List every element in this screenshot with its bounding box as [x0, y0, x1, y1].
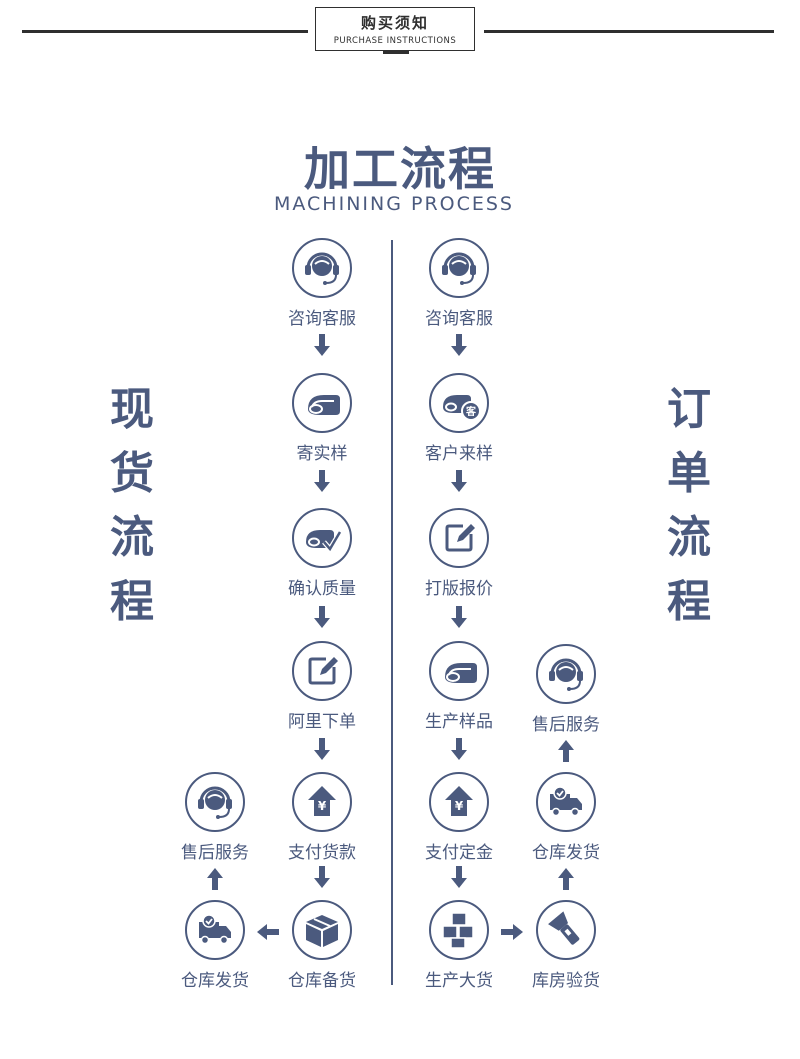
step-consult-service: 咨询客服	[267, 238, 377, 329]
step-label: 咨询客服	[288, 309, 356, 329]
fabric-customer-icon: 客	[429, 373, 489, 433]
arrow-down-icon	[314, 738, 330, 760]
headset-icon	[536, 644, 596, 704]
arrow-down-icon	[451, 470, 467, 492]
step-label: 确认质量	[288, 579, 356, 599]
step-label: 生产样品	[425, 712, 493, 732]
right-title-char: 订	[667, 384, 711, 435]
step-warehouse-prepare: 仓库备货	[267, 900, 377, 991]
boxes-icon	[429, 900, 489, 960]
yen-upload-icon: ¥	[292, 772, 352, 832]
page-subtitle: MACHINING PROCESS	[273, 193, 514, 215]
center-divider	[391, 240, 393, 985]
step-label: 库房验货	[532, 971, 600, 991]
right-title-char: 程	[667, 576, 711, 627]
order-step-after-sales: 售后服务	[511, 644, 621, 735]
step-label: 支付货款	[288, 843, 356, 863]
arrow-down-icon	[451, 334, 467, 356]
step-label: 售后服务	[532, 715, 600, 735]
step-warehouse-ship: 仓库发货	[160, 900, 270, 991]
right-title-char: 流	[667, 512, 711, 563]
svg-text:¥: ¥	[455, 799, 464, 813]
step-alibaba-order: 阿里下单	[267, 641, 377, 732]
truck-icon	[185, 900, 245, 960]
headset-icon	[429, 238, 489, 298]
step-label: 仓库发货	[181, 971, 249, 991]
header-box: 购买须知 PURCHASE INSTRUCTIONS	[315, 7, 475, 51]
header-tick	[383, 51, 409, 54]
header-rule-right	[484, 30, 774, 33]
arrow-left-icon	[257, 924, 279, 940]
step-label: 打版报价	[425, 579, 493, 599]
step-label: 阿里下单	[288, 712, 356, 732]
order-step-customer-sample: 客 客户来样	[404, 373, 514, 464]
order-step-produce-sample: 生产样品	[404, 641, 514, 732]
header-subtitle: PURCHASE INSTRUCTIONS	[333, 36, 457, 46]
page-title: 加工流程	[304, 142, 496, 196]
header-rule-left	[22, 30, 308, 33]
left-title-char: 流	[110, 512, 154, 563]
arrow-down-icon	[314, 866, 330, 888]
arrow-down-icon	[314, 470, 330, 492]
step-label: 客户来样	[425, 444, 493, 464]
fabric-roll-icon	[429, 641, 489, 701]
headset-icon	[185, 772, 245, 832]
order-step-pay-deposit: ¥ 支付定金	[404, 772, 514, 863]
fabric-roll-icon	[292, 373, 352, 433]
left-title-char: 现	[110, 384, 154, 435]
order-step-warehouse-inspect: 库房验货	[511, 900, 621, 991]
left-title-char: 货	[110, 448, 154, 499]
step-label: 仓库发货	[532, 843, 600, 863]
edit-icon	[429, 508, 489, 568]
left-title-char: 程	[110, 576, 154, 627]
step-label: 生产大货	[425, 971, 493, 991]
flashlight-icon	[536, 900, 596, 960]
order-step-pattern-quote: 打版报价	[404, 508, 514, 599]
yen-upload-icon: ¥	[429, 772, 489, 832]
step-label: 咨询客服	[425, 309, 493, 329]
step-label: 寄实样	[296, 444, 348, 464]
arrow-down-icon	[314, 334, 330, 356]
step-pay-goods: ¥ 支付货款	[267, 772, 377, 863]
arrow-up-icon	[558, 868, 574, 890]
order-step-warehouse-ship: 仓库发货	[511, 772, 621, 863]
arrow-up-icon	[558, 740, 574, 762]
header-title: 购买须知	[360, 14, 429, 32]
arrow-down-icon	[451, 606, 467, 628]
step-label: 售后服务	[181, 843, 249, 863]
left-vertical-title: 现 货 流 程	[102, 378, 162, 634]
arrow-down-icon	[314, 606, 330, 628]
arrow-down-icon	[451, 738, 467, 760]
order-step-mass-production: 生产大货	[404, 900, 514, 991]
fabric-check-icon	[292, 508, 352, 568]
step-send-sample: 寄实样	[267, 373, 377, 464]
arrow-down-icon	[451, 866, 467, 888]
headset-icon	[292, 238, 352, 298]
box-icon	[292, 900, 352, 960]
truck-icon	[536, 772, 596, 832]
svg-text:¥: ¥	[318, 799, 327, 813]
right-title-char: 单	[667, 448, 711, 499]
arrow-right-icon	[501, 924, 523, 940]
edit-icon	[292, 641, 352, 701]
order-step-consult-service: 咨询客服	[404, 238, 514, 329]
customer-badge-text: 客	[465, 405, 477, 418]
step-after-sales: 售后服务	[160, 772, 270, 863]
step-label: 仓库备货	[288, 971, 356, 991]
arrow-up-icon	[207, 868, 223, 890]
step-confirm-quality: 确认质量	[267, 508, 377, 599]
step-label: 支付定金	[425, 843, 493, 863]
right-vertical-title: 订 单 流 程	[659, 378, 719, 634]
